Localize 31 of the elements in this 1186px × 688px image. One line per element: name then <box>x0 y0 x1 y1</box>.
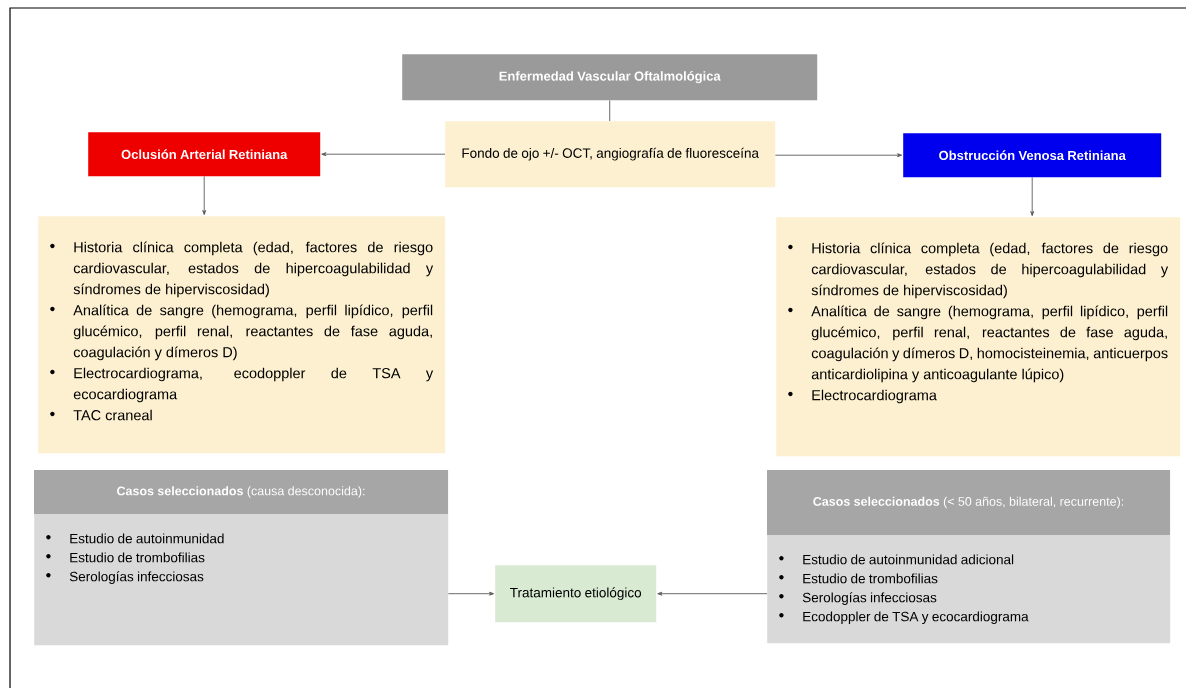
process-box: Tratamiento etiológico <box>495 565 657 623</box>
list-item: Electrocardiograma, ecodoppler de TSA y ecocardiograma <box>50 367 434 403</box>
list-item: Estudio de autoinmunidad <box>46 533 224 544</box>
title-box: Enfermedad Vascular Oftalmológica <box>402 54 818 101</box>
list-item: Analítica de sangre (hemograma, perfil lipídico, perfil glucémico, perfil renal, reactantes de fase aguda, coagulación y dímeros D) <box>50 304 433 361</box>
case-panel <box>34 470 449 646</box>
list-item: Estudio de trombofilias <box>779 573 938 584</box>
checklist-box <box>38 216 446 454</box>
arrow <box>1030 176 1035 217</box>
arrow <box>202 175 207 216</box>
arrow <box>657 591 768 596</box>
arrow <box>447 591 495 596</box>
panel-heading: Casos seleccionados (< 50 años, bilateral, recurrente): <box>813 496 1124 509</box>
list-item: Historia clínica completa (edad, factores de riesgo cardiovascular, estados de hipercoagulabilidad y síndromes de hiperviscosidad) <box>50 241 434 298</box>
arrow <box>321 152 446 157</box>
arrow <box>774 153 903 158</box>
list-item: Electrocardiograma <box>788 389 937 404</box>
list-item: Analítica de sangre (hemograma, perfil lipídico, perfil glucémico, perfil renal, reactantes de fase aguda, coagulación y dímeros D, homocisteinemia, anticuerpos anticardiolipina y anticoagulante lúpico) <box>788 305 1168 383</box>
list-item: Estudio de autoinmunidad adicional <box>779 554 1014 565</box>
list-item: Ecodoppler de TSA y ecocardiograma <box>779 611 1029 624</box>
list-item: Estudio de trombofilias <box>46 552 205 563</box>
panel-heading: Casos seleccionados (causa desconocida): <box>117 486 365 498</box>
list-item: Serologías infecciosas <box>779 592 937 605</box>
checklist-box <box>776 217 1181 457</box>
category-box: Oclusión Arterial Retiniana <box>88 132 321 177</box>
list-item: Historia clínica completa (edad, factores de riesgo cardiovascular, estados de hipercoagulabilidad y síndromes de hiperviscosidad) <box>788 242 1169 299</box>
list-item: TAC craneal <box>50 409 152 421</box>
case-panel <box>767 470 1171 644</box>
category-box: Obstrucción Venosa Retiniana <box>903 133 1162 178</box>
list-item: Serologías infecciosas <box>46 571 204 584</box>
process-box: Fondo de ojo +/- OCT, angiografía de fluoresceína <box>445 121 776 188</box>
